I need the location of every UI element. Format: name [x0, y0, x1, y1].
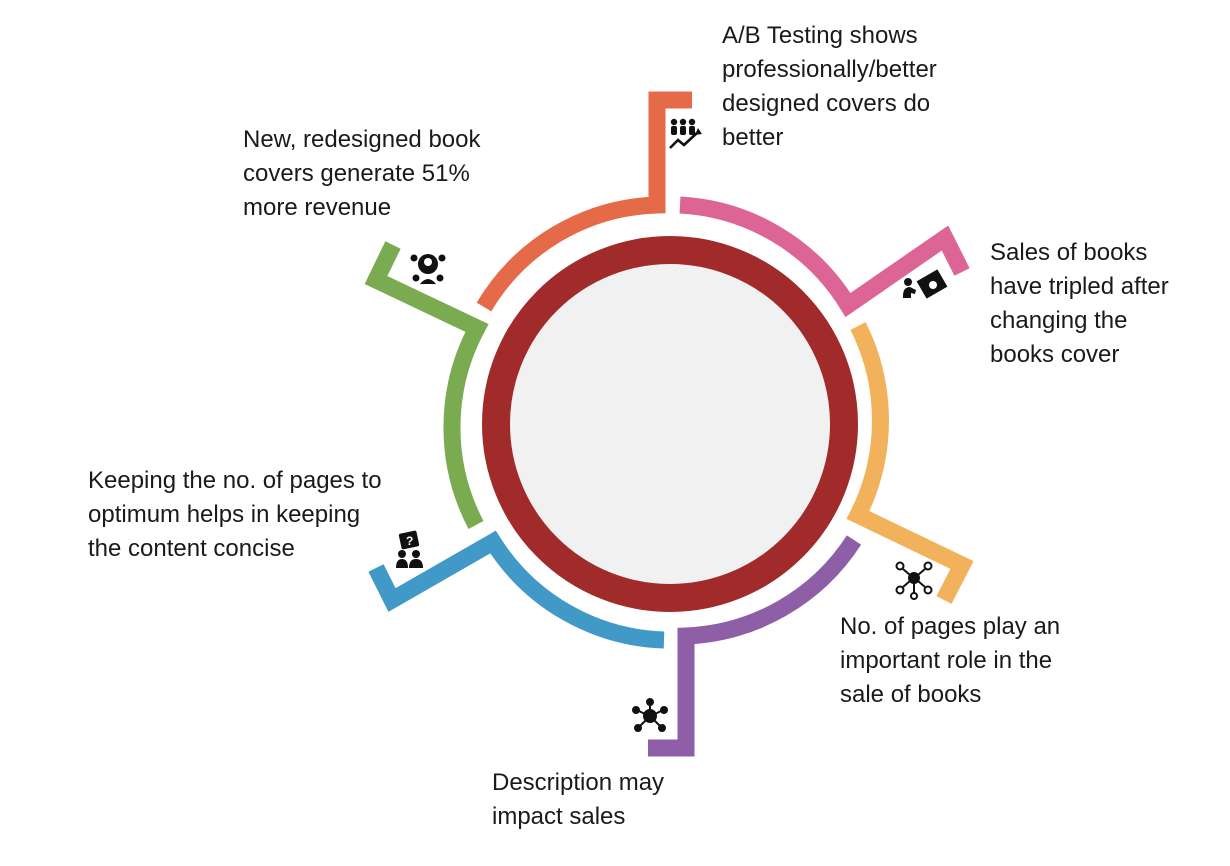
question-team-icon: ?: [396, 530, 423, 568]
center-ring: [482, 236, 858, 612]
team-icon: [410, 254, 446, 284]
label-pages-optimum: Keeping the no. of pages to optimum help…: [88, 464, 382, 566]
segment-arc-ab-testing: [476, 91, 692, 312]
segment-arc-redesigned-covers: [364, 241, 489, 529]
segment-arc-description: [648, 535, 862, 757]
label-ab-testing: A/B Testing shows professionally/better …: [722, 19, 937, 155]
label-no-of-pages: No. of pages play an important role in t…: [840, 610, 1060, 712]
segment-arc-no-of-pages: [846, 322, 974, 604]
label-line: have tripled after: [990, 273, 1169, 300]
label-description: Description may impact sales: [492, 766, 664, 834]
label-line: important role in the: [840, 647, 1053, 674]
label-line: impact sales: [492, 803, 626, 830]
people-growth-icon: [669, 118, 702, 149]
hub-icon: [632, 698, 668, 732]
svg-text:?: ?: [406, 534, 413, 548]
label-line: books cover: [990, 341, 1120, 368]
label-line: Sales of books: [990, 239, 1148, 266]
label-line: A/B Testing shows: [722, 22, 918, 49]
segment-arc-sales-tripled: [679, 196, 970, 318]
label-line: changing the: [990, 307, 1128, 334]
label-line: professionally/better: [722, 56, 937, 83]
label-line: better: [722, 124, 784, 151]
label-line: New, redesigned book: [243, 126, 481, 153]
label-line: designed covers do: [722, 90, 931, 117]
label-sales-tripled: Sales of books have tripled after changi…: [990, 236, 1169, 372]
label-line: Keeping the no. of pages to: [88, 467, 382, 494]
label-line: covers generate 51%: [243, 160, 470, 187]
label-line: more revenue: [243, 194, 392, 221]
label-line: the content concise: [88, 535, 295, 562]
label-line: Description may: [492, 769, 665, 796]
label-line: sale of books: [840, 681, 982, 708]
label-line: optimum helps in keeping: [88, 501, 361, 528]
network-icon: [895, 561, 933, 600]
label-redesigned-covers: New, redesigned book covers generate 51%…: [243, 123, 481, 225]
presentation-icon: [903, 269, 948, 299]
label-line: No. of pages play an: [840, 613, 1061, 640]
segment-arc-pages-optimum: [368, 530, 665, 649]
